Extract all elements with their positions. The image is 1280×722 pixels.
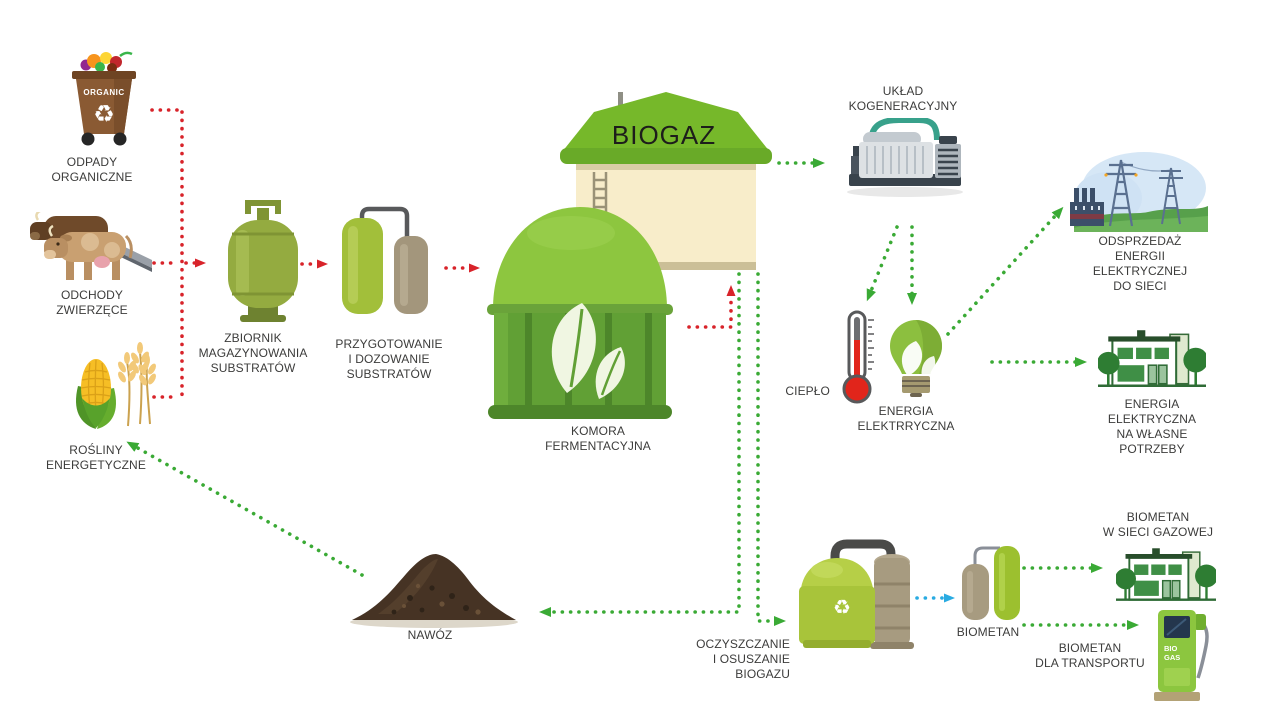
bin-organic-text: ORGANIC xyxy=(83,88,125,97)
label-odchody-zwierzece: ODCHODY ZWIERZĘCE xyxy=(56,288,128,317)
label-odsprzedaz: ODSPRZEDAŻ ENERGII ELEKTRYCZNEJ DO SIECI xyxy=(1092,234,1188,293)
recycle-icon: ♻ xyxy=(93,101,115,128)
manure-pile-icon xyxy=(350,554,518,628)
cogeneration-unit-icon xyxy=(847,118,963,197)
gas-network-building-icon xyxy=(1116,548,1216,601)
organic-waste-bin-icon xyxy=(72,51,136,146)
label-biometan: BIOMETAN xyxy=(956,625,1020,639)
label-cieplo: CIEPŁO xyxy=(785,384,830,398)
recycle-icon: ♻ xyxy=(833,597,851,619)
pump-biogas-text: BIO GAS xyxy=(1164,644,1181,662)
fuel-pump-icon xyxy=(1154,610,1209,701)
biogaz-title: BIOGAZ xyxy=(611,120,717,150)
thermometer-icon xyxy=(842,310,874,404)
eco-bulb-icon xyxy=(890,320,942,397)
fermentation-chamber-icon xyxy=(487,207,673,419)
label-biometan-siec: BIOMETAN W SIECI GAZOWEJ xyxy=(1102,510,1214,539)
biogas-building-icon xyxy=(560,92,772,270)
cows-icon xyxy=(30,212,152,280)
storage-tank-icon xyxy=(228,200,298,322)
arrow-nawoz-to-rosliny xyxy=(126,441,364,577)
label-zbiornik: ZBIORNIK MAGAZYNOWANIA SUBSTRATÓW xyxy=(198,331,308,375)
label-uklad-kogeneracyjny: UKŁAD KOGENERACYJNY xyxy=(848,84,958,113)
power-grid-icon xyxy=(1070,152,1208,232)
biomethane-cylinders-icon xyxy=(962,546,1020,620)
label-rosliny-energetyczne: ROŚLINY ENERGETYCZNE xyxy=(46,443,146,472)
label-odpady-organiczne: ODPADY ORGANICZNE xyxy=(51,155,133,184)
label-nawoz: NAWÓZ xyxy=(407,628,453,642)
label-oczyszczanie: OCZYSZCZANIE I OSUSZANIE BIOGAZU xyxy=(696,637,790,681)
label-energia-elektryczna: ENERGIA ELEKTRRYCZNA xyxy=(857,404,955,433)
purification-unit-icon xyxy=(799,539,914,649)
preparation-tanks-icon xyxy=(342,206,428,314)
office-building-icon xyxy=(1098,330,1206,388)
label-przygotowanie: PRZYGOTOWANIE I DOZOWANIE SUBSTRATÓW xyxy=(335,337,443,381)
arrow-kogeneracja-to-cieplo xyxy=(866,225,899,302)
label-energia-wlasne: ENERGIA ELEKTRYCZNA NA WŁASNE POTRZEBY xyxy=(1107,397,1197,456)
label-komora: KOMORA FERMENTACYJNA xyxy=(545,424,651,453)
arrow-biogaz-to-oczyszczanie xyxy=(756,272,786,626)
label-biometan-transport: BIOMETAN DLA TRANSPORTU xyxy=(1035,641,1145,670)
arrow-energia-to-siec xyxy=(946,206,1064,336)
corn-wheat-icon xyxy=(76,342,156,429)
arrow-komora-to-biogaz xyxy=(687,285,736,329)
